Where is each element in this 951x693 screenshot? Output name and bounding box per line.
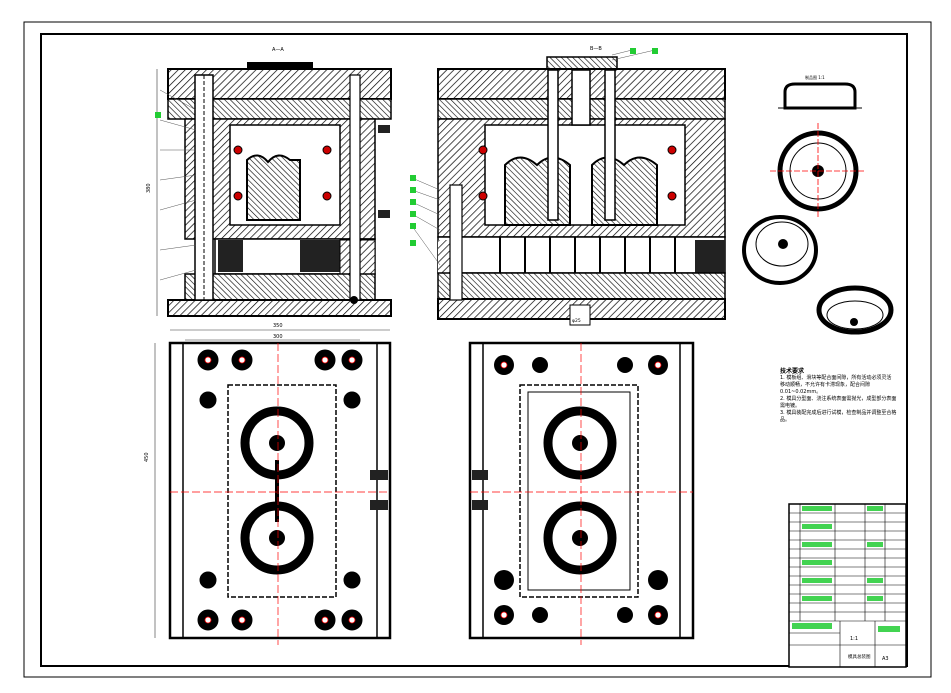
dim-width-small: φ25 <box>572 318 581 324</box>
technical-note-line: 3. 模具装配完成后进行试模，检查制品并调整至合格品。 <box>780 410 897 423</box>
section-b-b-view: B—B φ25 <box>410 46 726 326</box>
plan-view-moving-half: 350 300 450 <box>144 323 392 645</box>
inner-border <box>40 33 908 667</box>
plan-view-fixed-half <box>468 341 695 645</box>
dim-height-left: 380 <box>146 183 152 193</box>
title-block-sheet: A3 <box>882 656 889 662</box>
detail-title: 制品图 1:1 <box>805 74 825 80</box>
dim-height-plan: 450 <box>144 452 150 462</box>
title-block-scale: 1:1 <box>850 636 858 642</box>
technical-note-line: 1. 模板组、滑块等配合面间隙，所有活动必须灵活 <box>780 375 892 381</box>
title-block: 1:1 模具总装图 A3 <box>788 503 907 668</box>
part-detail-views: 制品图 1:1 <box>742 74 894 335</box>
outer-border <box>23 21 932 678</box>
section-b-b-label: B—B <box>590 46 602 52</box>
technical-requirements: 技术要求 1. 模板组、滑块等配合面间隙，所有活动必须灵活 移动顺畅，不允许有卡… <box>780 368 900 424</box>
dim-width-outer: 350 <box>273 323 283 329</box>
technical-note-line: 移动顺畅，不允许有卡滞现象，配合间隙0.01~0.02mm。 <box>780 382 871 395</box>
title-block-drawing-name: 模具总装图 <box>848 653 871 660</box>
section-a-a-label: A—A <box>272 47 284 53</box>
section-a-a-view: A—A 380 <box>146 47 392 317</box>
technical-note-line: 2. 模具分型面、浇注系统表面需抛光，成型部分表面需电镀。 <box>780 396 897 409</box>
dim-width-inner: 300 <box>273 334 283 340</box>
technical-requirements-title: 技术要求 <box>780 368 805 375</box>
